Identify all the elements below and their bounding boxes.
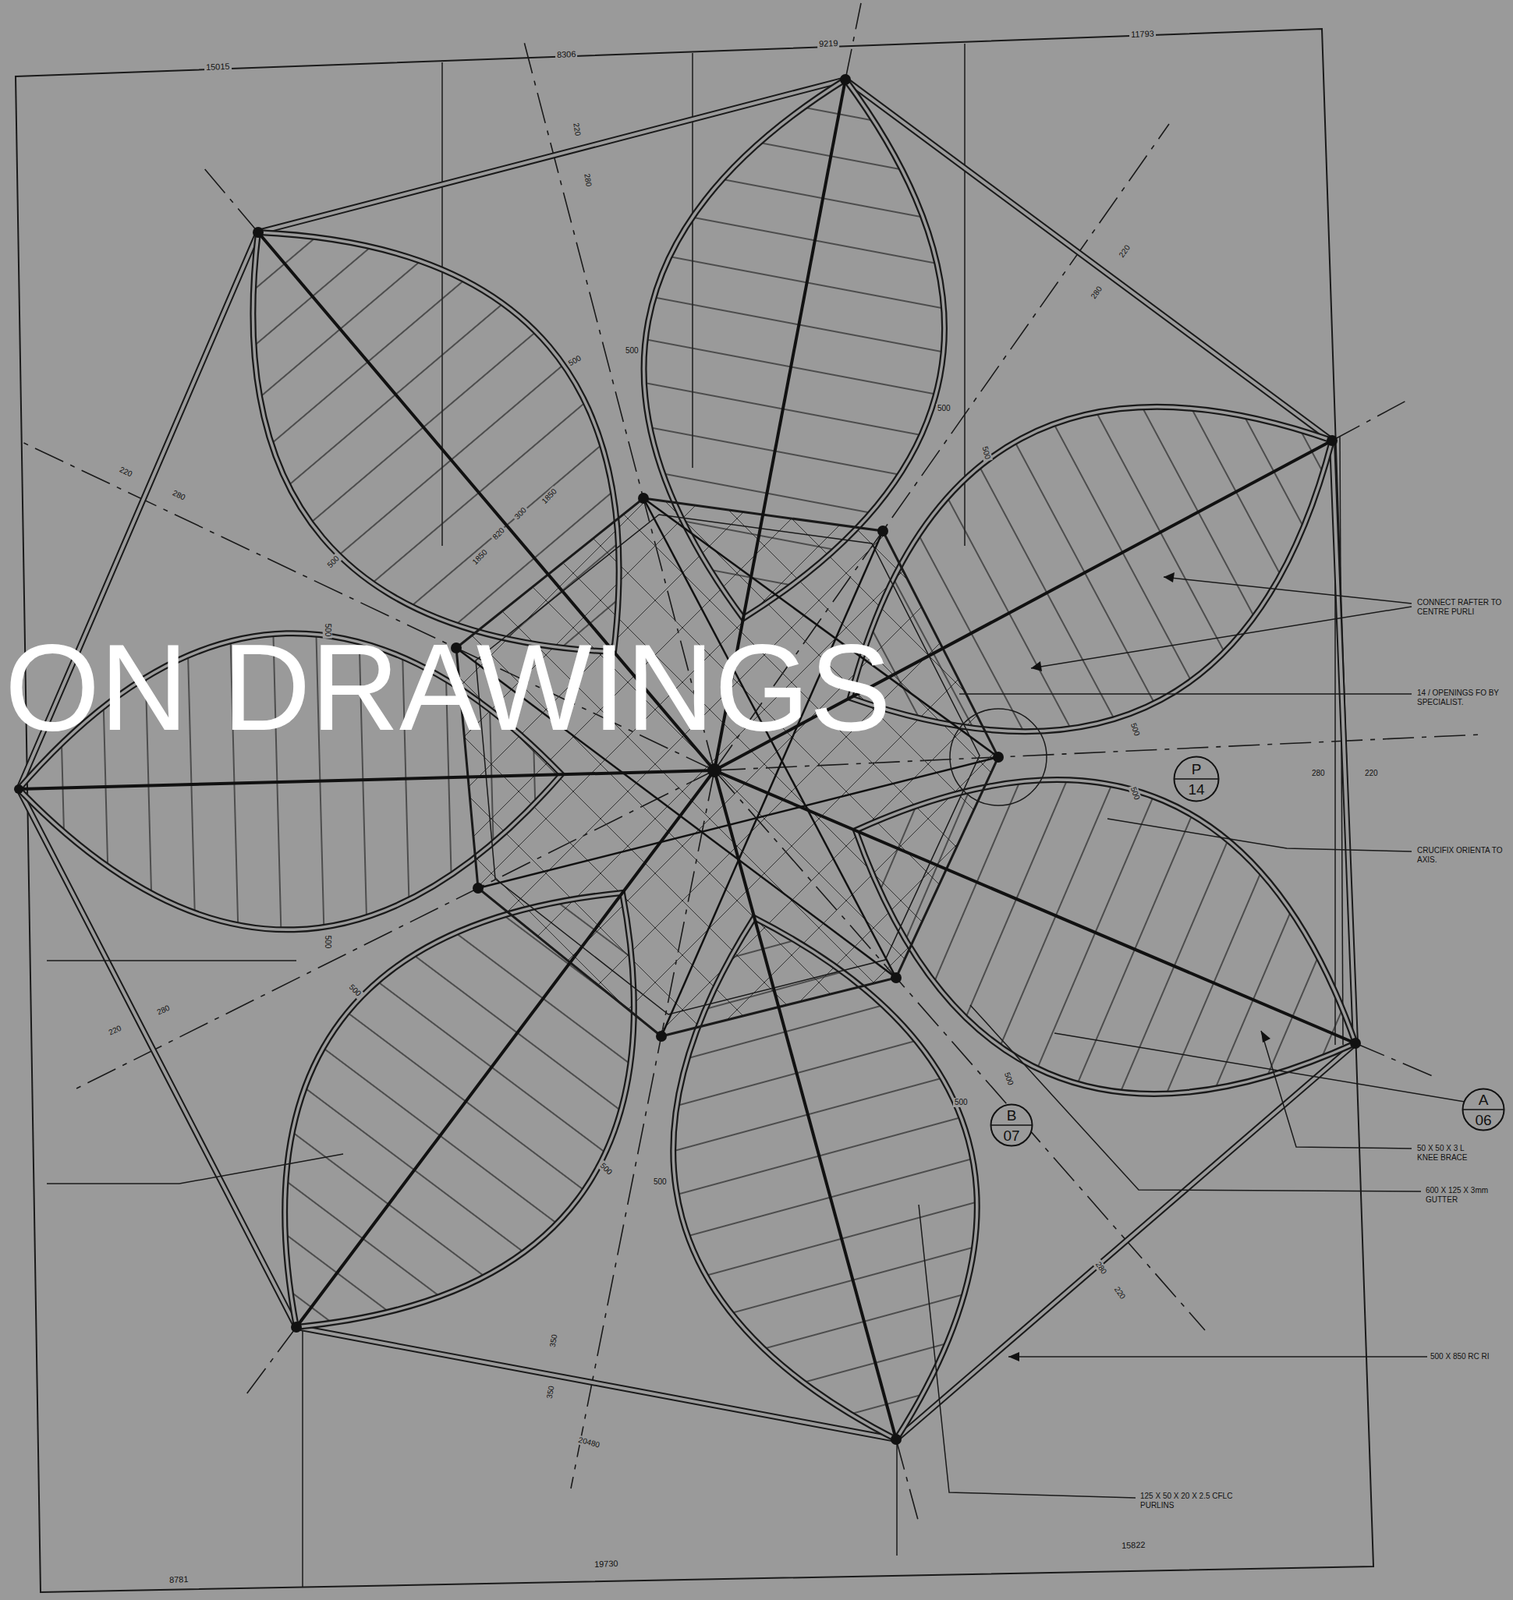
section-callout: A 06 bbox=[1461, 1087, 1506, 1132]
callout-number: 07 bbox=[989, 1128, 1034, 1144]
dimension-text: 280 bbox=[170, 488, 189, 504]
dimension-text: 350 bbox=[544, 1383, 557, 1401]
callout-divider bbox=[1174, 778, 1219, 780]
dimension-text: 220 bbox=[1111, 1283, 1128, 1303]
note-text: 500 X 850 RC RI bbox=[1428, 1351, 1513, 1363]
dimension-text: 500 bbox=[651, 1177, 669, 1188]
dimension-text: 280 bbox=[581, 171, 594, 189]
note-text: 14 / OPENINGS FO BY SPECIALIST. bbox=[1415, 687, 1511, 708]
watermark: ON DRAWINGS bbox=[4, 626, 892, 749]
dimension-text: 220 bbox=[116, 464, 136, 480]
dimension-text: 220 bbox=[570, 120, 583, 139]
note-text: CRUCIFIX ORIENTA TO AXIS. bbox=[1415, 845, 1511, 865]
dimension-text: 220 bbox=[106, 1023, 125, 1039]
note-text: 50 X 50 X 3 L KNEE BRACE bbox=[1415, 1143, 1483, 1163]
dimension-text: 500 bbox=[623, 346, 641, 356]
dimension-text: 15822 bbox=[1119, 1540, 1148, 1552]
dimension-text: 19730 bbox=[592, 1559, 621, 1570]
dimension-text: 220 bbox=[1363, 768, 1380, 779]
dimension-text: 220 bbox=[1116, 242, 1133, 262]
callout-letter: A bbox=[1461, 1092, 1506, 1108]
dimension-text: 15015 bbox=[204, 61, 232, 73]
note-text: 125 X 50 X 20 X 2.5 CFLC PURLINS bbox=[1138, 1491, 1239, 1511]
dimension-text: 11793 bbox=[1129, 28, 1156, 40]
callout-number: 06 bbox=[1461, 1112, 1506, 1128]
dimension-text: 280 bbox=[1310, 768, 1327, 779]
dimension-text: 20480 bbox=[576, 1435, 603, 1450]
callout-divider bbox=[991, 1124, 1032, 1127]
dimension-text: 500 bbox=[565, 352, 585, 369]
dimension-text: 500 bbox=[597, 1160, 616, 1179]
callout-letter: P bbox=[1172, 761, 1220, 777]
dimension-text: 500 bbox=[979, 443, 993, 462]
dimension-text: 500 bbox=[322, 622, 333, 639]
dimension-text: 350 bbox=[547, 1332, 560, 1350]
dimension-text: 500 bbox=[1002, 1070, 1017, 1088]
dimension-text: 500 bbox=[322, 934, 333, 951]
note-text: CONNECT RAFTER TO CENTRE PURLI bbox=[1415, 597, 1511, 617]
dimension-text: 500 bbox=[1128, 720, 1143, 739]
callout-divider bbox=[1463, 1109, 1504, 1111]
section-callout: B 07 bbox=[989, 1103, 1034, 1148]
dimension-text: 500 bbox=[953, 1098, 970, 1108]
dimension-text: 280 bbox=[154, 1002, 174, 1018]
dimension-text: 280 bbox=[1087, 283, 1105, 303]
callout-number: 14 bbox=[1172, 782, 1220, 798]
dimension-text: 8306 bbox=[555, 49, 578, 61]
section-callout: P 14 bbox=[1172, 755, 1220, 803]
dimension-text: 8781 bbox=[167, 1574, 191, 1586]
dimension-text: 500 bbox=[935, 403, 953, 414]
dimension-text: 9219 bbox=[817, 38, 840, 50]
callout-letter: B bbox=[989, 1108, 1034, 1124]
note-text: 600 X 125 X 3mm GUTTER bbox=[1424, 1185, 1509, 1205]
